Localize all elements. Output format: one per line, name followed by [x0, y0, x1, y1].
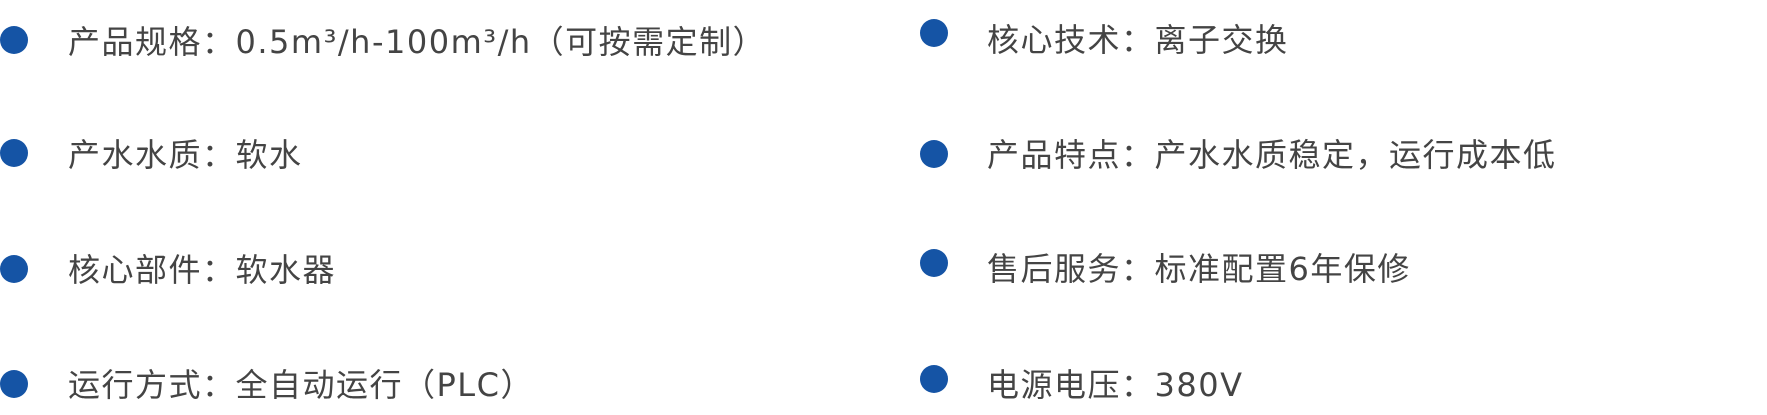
list-item-water-quality: 产水水质：软水 — [68, 133, 303, 174]
bullet-icon — [0, 255, 28, 283]
bullet-icon — [920, 249, 948, 277]
list-item-product-features: 产品特点：产水水质稳定，运行成本低 — [987, 133, 1557, 174]
bullet-icon — [920, 365, 948, 393]
bullet-icon — [0, 139, 28, 167]
bullet-icon — [920, 140, 948, 168]
list-item-power-voltage: 电源电压：380V — [987, 363, 1244, 404]
list-item-label: 运行方式：全自动运行（PLC） — [68, 366, 534, 404]
bullet-icon — [920, 19, 948, 47]
list-item-label: 产品特点：产水水质稳定，运行成本低 — [987, 136, 1557, 174]
list-item-label: 售后服务：标准配置6年保修 — [987, 250, 1411, 288]
bullet-icon — [0, 26, 28, 54]
list-item-label: 电源电压：380V — [987, 366, 1244, 404]
list-item-label: 产品规格：0.5m³/h-100m³/h（可按需定制） — [68, 23, 767, 61]
list-item-core-component: 核心部件：软水器 — [68, 248, 337, 289]
list-item-core-technology: 核心技术：离子交换 — [987, 18, 1289, 59]
list-item-label: 核心技术：离子交换 — [987, 21, 1289, 59]
list-item-spec: 产品规格：0.5m³/h-100m³/h（可按需定制） — [68, 20, 767, 61]
list-item-label: 产水水质：软水 — [68, 136, 303, 174]
list-item-label: 核心部件：软水器 — [68, 251, 337, 289]
list-item-after-sales: 售后服务：标准配置6年保修 — [987, 247, 1411, 288]
bullet-icon — [0, 370, 28, 398]
list-item-operation-mode: 运行方式：全自动运行（PLC） — [68, 363, 534, 404]
